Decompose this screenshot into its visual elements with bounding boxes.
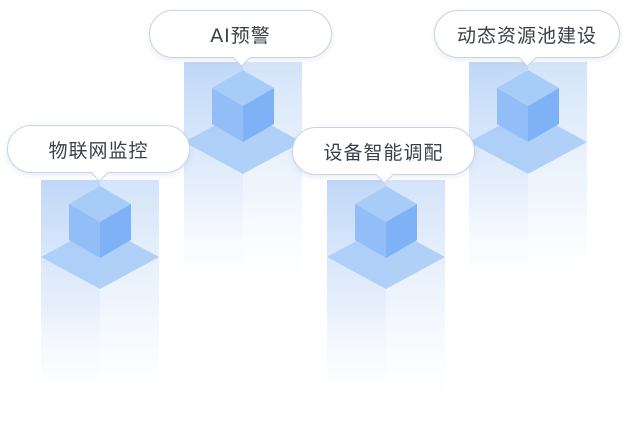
cube-icon-right [243,88,274,142]
cube-icon-right [386,204,417,258]
label-text: 物联网监控 [48,139,149,162]
label-bubble-dynamic-resource-pool: 动态资源池建设 [434,10,620,67]
cube-icon-right [528,88,559,142]
pillar-dynamic-resource-pool [469,62,587,302]
cube-icon-left [355,204,386,258]
label-text: AI预警 [210,24,271,47]
cube-icon-left [497,88,528,142]
cube-icon-right [100,204,131,258]
label-text: 动态资源池建设 [456,24,597,47]
label-bubble-ai-warning: AI预警 [149,10,332,67]
pillar-iot-monitoring [41,180,159,415]
cube-icon-left [69,204,100,258]
pillar-device-scheduling [327,180,445,415]
pillar-ai-warning [184,62,302,302]
label-text: 设备智能调配 [323,141,444,164]
cube-icon-left [212,88,243,142]
label-bubble-iot-monitoring: 物联网监控 [7,125,190,182]
label-bubble-device-scheduling: 设备智能调配 [292,127,475,184]
